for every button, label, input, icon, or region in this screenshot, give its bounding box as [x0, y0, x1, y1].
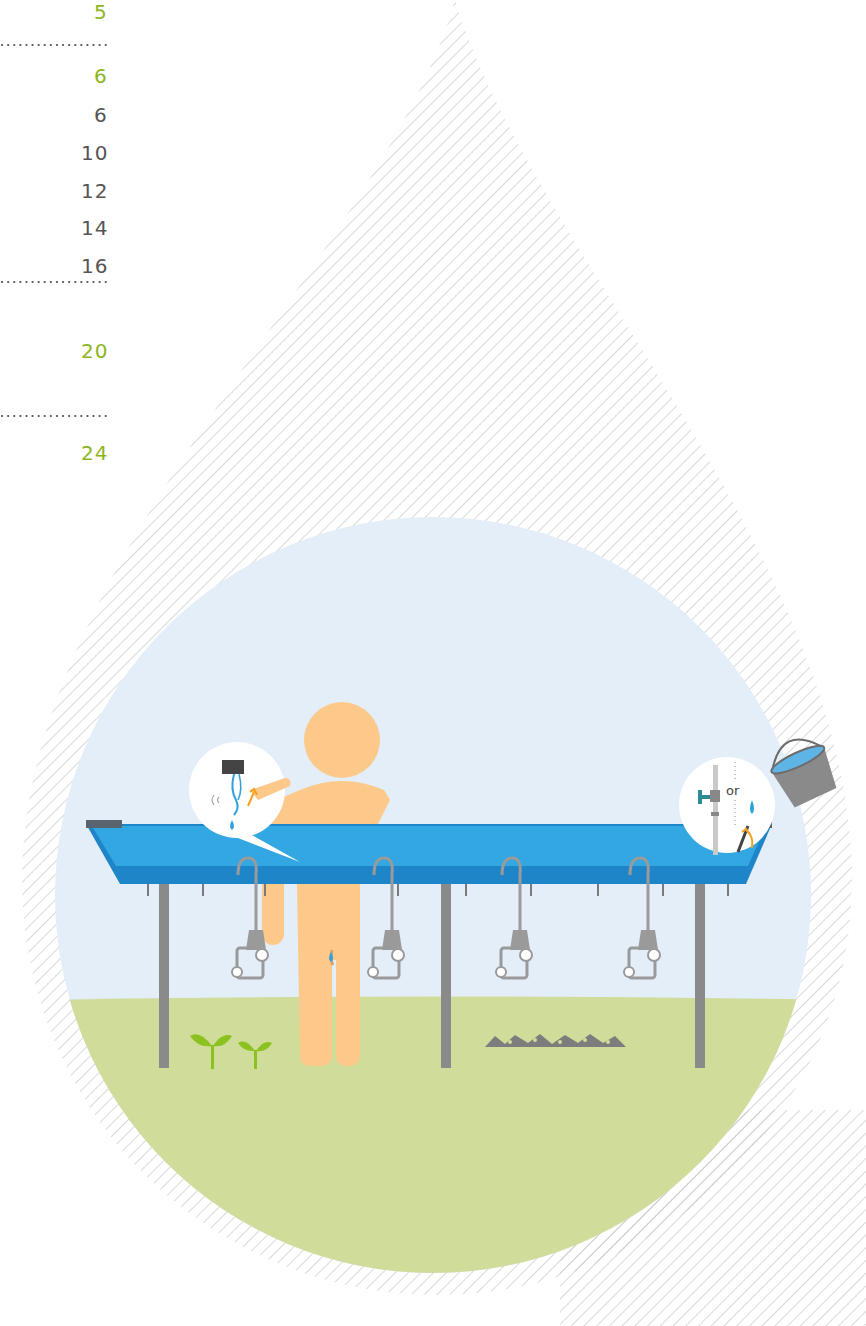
page-number: 14	[81, 218, 108, 238]
page-number: 12	[81, 181, 108, 201]
page-number: 6	[94, 66, 108, 86]
page-number: 24	[81, 443, 108, 463]
page-number: 6	[94, 105, 108, 125]
scene	[40, 500, 840, 1300]
plant	[190, 1034, 272, 1069]
dotted-rule	[2, 45, 108, 416]
page-number: 5	[94, 2, 108, 22]
callout-bubble	[679, 729, 842, 855]
hose	[238, 858, 648, 935]
trough	[86, 820, 772, 884]
gravel	[485, 1034, 626, 1047]
page-number: 20	[81, 341, 108, 361]
callout-bubble	[189, 742, 300, 862]
page-number: 10	[81, 143, 108, 163]
nozzle	[148, 884, 728, 896]
drop	[329, 952, 333, 962]
gravel-gap	[508, 1038, 610, 1044]
hose-fitting	[246, 930, 658, 950]
page-number: 16	[81, 256, 108, 276]
bottle	[237, 948, 655, 978]
valve-knob	[232, 949, 660, 977]
callout-text: or	[724, 784, 741, 797]
